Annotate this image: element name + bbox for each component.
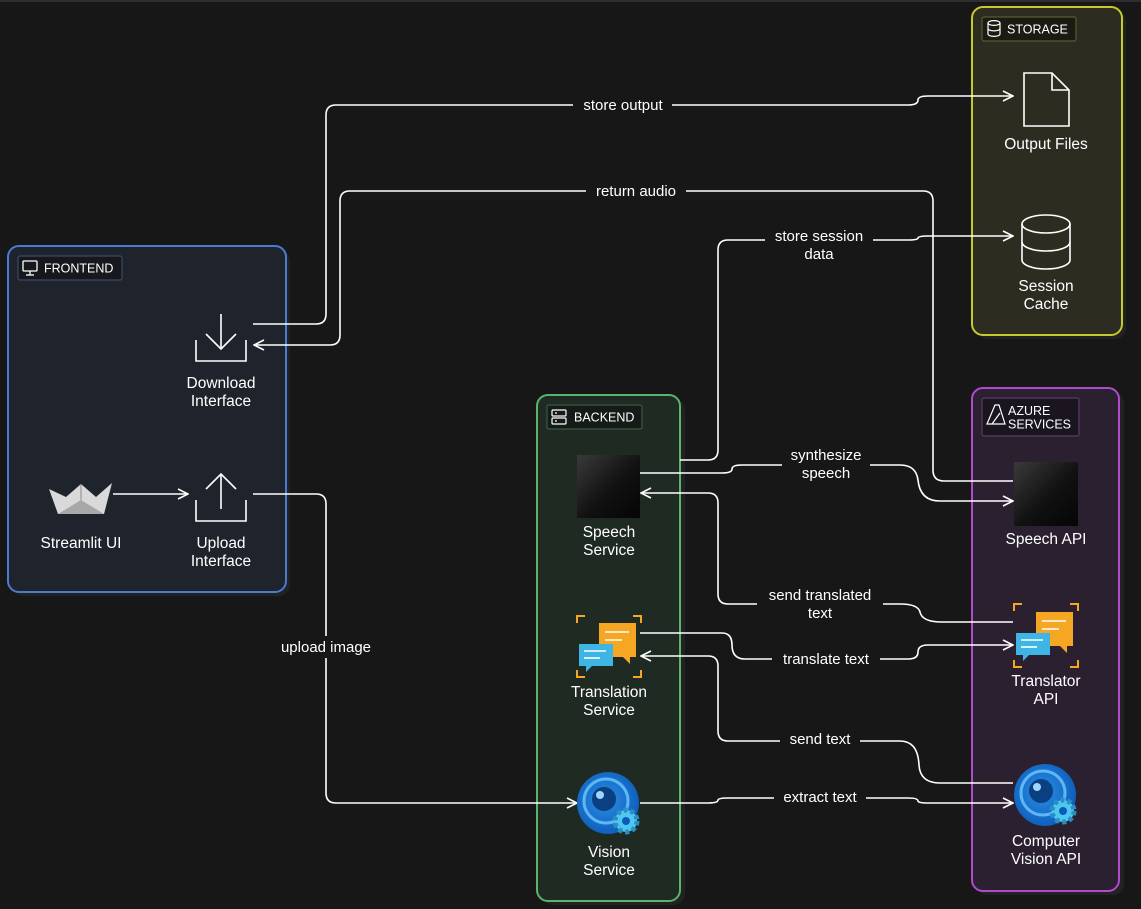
label-store-session-2: data [804, 246, 834, 263]
azure-label-line1: AZURE [1008, 404, 1050, 418]
streamlit-ui-label: Streamlit UI [41, 535, 122, 552]
frontend-label: FRONTEND [44, 262, 113, 276]
storage-label: STORAGE [1007, 23, 1068, 37]
vision-service-label-1: Vision [588, 844, 630, 861]
download-interface-node[interactable]: Download Interface [187, 314, 256, 410]
streamlit-boat-icon [49, 483, 112, 514]
frontend-label-box [17, 255, 123, 281]
azure-logo-icon [986, 404, 1006, 425]
computer-vision-api-label-1: Computer [1012, 833, 1080, 850]
edges [113, 96, 1013, 803]
label-upload-image: upload image [281, 639, 371, 656]
edge-store-session [680, 236, 1013, 461]
chat-bubbles-icon [576, 615, 642, 678]
translation-service-node[interactable]: Translation Service [571, 615, 647, 719]
download-icon [195, 314, 247, 362]
azure-label-line2: SERVICES [1008, 418, 1071, 432]
computer-vision-api-label-2: Vision API [1011, 851, 1081, 868]
file-icon [1023, 72, 1070, 127]
translation-service-label-1: Translation [571, 684, 647, 701]
vision-gear-icon [577, 772, 640, 835]
label-send-translated-2: text [808, 605, 833, 622]
upload-interface-label-2: Interface [191, 553, 251, 570]
storage-group: STORAGE [971, 6, 1126, 339]
output-files-node[interactable]: Output Files [1004, 72, 1088, 153]
backend-label: BACKEND [574, 411, 634, 425]
upload-interface-node[interactable]: Upload Interface [191, 472, 251, 570]
label-extract: extract text [783, 789, 857, 806]
label-send-translated-1: send translated [769, 587, 872, 604]
server-icon [551, 409, 567, 425]
vision-service-node[interactable]: Vision Service [577, 772, 640, 879]
edge-send-text [641, 656, 1013, 784]
translator-api-label-1: Translator [1011, 673, 1080, 690]
label-store-session-1: store session [775, 228, 863, 245]
speech-service-label-1: Speech [583, 524, 636, 541]
label-synthesize-2: speech [802, 465, 850, 482]
database-icon [987, 20, 1001, 37]
output-files-label: Output Files [1004, 136, 1088, 153]
speech-service-label-2: Service [583, 542, 635, 559]
label-synthesize-1: synthesize [791, 447, 862, 464]
download-interface-label-2: Interface [191, 393, 251, 410]
azure-label-box [981, 397, 1080, 437]
translator-api-label-2: API [1034, 691, 1059, 708]
upload-icon [195, 472, 247, 522]
vision-service-label-2: Service [583, 862, 635, 879]
speech-api-label: Speech API [1005, 531, 1086, 548]
label-send-text: send text [790, 731, 852, 748]
label-store-output: store output [583, 97, 663, 114]
download-interface-label-1: Download [187, 375, 256, 392]
speech-service-node[interactable]: Speech Service [577, 455, 640, 559]
backend-label-box [546, 404, 643, 430]
speech-api-node[interactable]: Speech API [1005, 462, 1087, 548]
edge-store-output [253, 96, 1013, 325]
storage-label-box [981, 16, 1077, 42]
translation-service-label-2: Service [583, 702, 635, 719]
vision-gear-icon [1014, 764, 1077, 826]
session-cache-label-1: Session [1018, 278, 1073, 295]
translator-api-node[interactable]: Translator API [1011, 603, 1081, 708]
label-return-audio: return audio [596, 183, 676, 200]
label-translate: translate text [783, 651, 870, 668]
session-cache-label-2: Cache [1024, 296, 1069, 313]
dark-square-icon [1014, 462, 1078, 526]
computer-vision-api-node[interactable]: Computer Vision API [1011, 764, 1081, 868]
dark-square-icon [577, 455, 640, 518]
chat-bubbles-icon [1013, 603, 1079, 668]
database-cylinder-icon [1021, 214, 1071, 270]
streamlit-ui-node[interactable]: Streamlit UI [41, 483, 122, 552]
monitor-icon [22, 260, 38, 276]
upload-interface-label-1: Upload [196, 535, 245, 552]
edge-labels: store output return audio store session … [271, 94, 883, 808]
edge-send-translated [641, 493, 1013, 623]
session-cache-node[interactable]: Session Cache [1018, 214, 1074, 313]
